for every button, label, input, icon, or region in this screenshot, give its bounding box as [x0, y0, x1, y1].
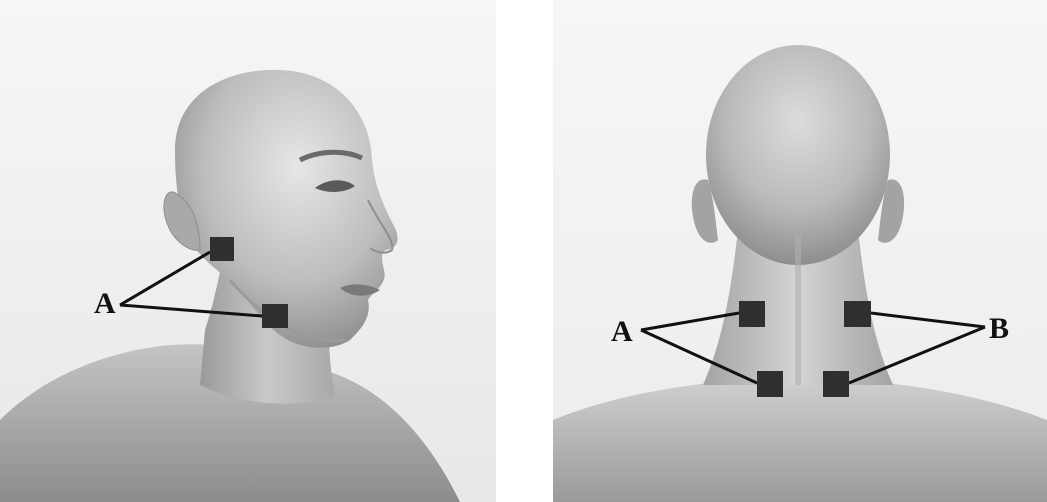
- back-view-figure: A B: [553, 0, 1047, 502]
- a-upper-electrode: [739, 301, 765, 327]
- head-back: [706, 45, 890, 265]
- back-view-panel: A B: [553, 0, 1047, 502]
- label-a-side: A: [94, 287, 116, 320]
- side-view-figure: A: [0, 0, 496, 502]
- b-upper-electrode: [844, 301, 871, 327]
- upper-jaw-electrode: [210, 237, 234, 261]
- lower-jaw-electrode: [262, 304, 288, 328]
- label-a-back: A: [611, 315, 633, 348]
- upper-back: [553, 380, 1047, 502]
- label-b-back: B: [989, 312, 1009, 345]
- a-lower-electrode: [757, 371, 783, 397]
- b-lower-electrode: [823, 371, 849, 397]
- side-view-panel: A: [0, 0, 496, 502]
